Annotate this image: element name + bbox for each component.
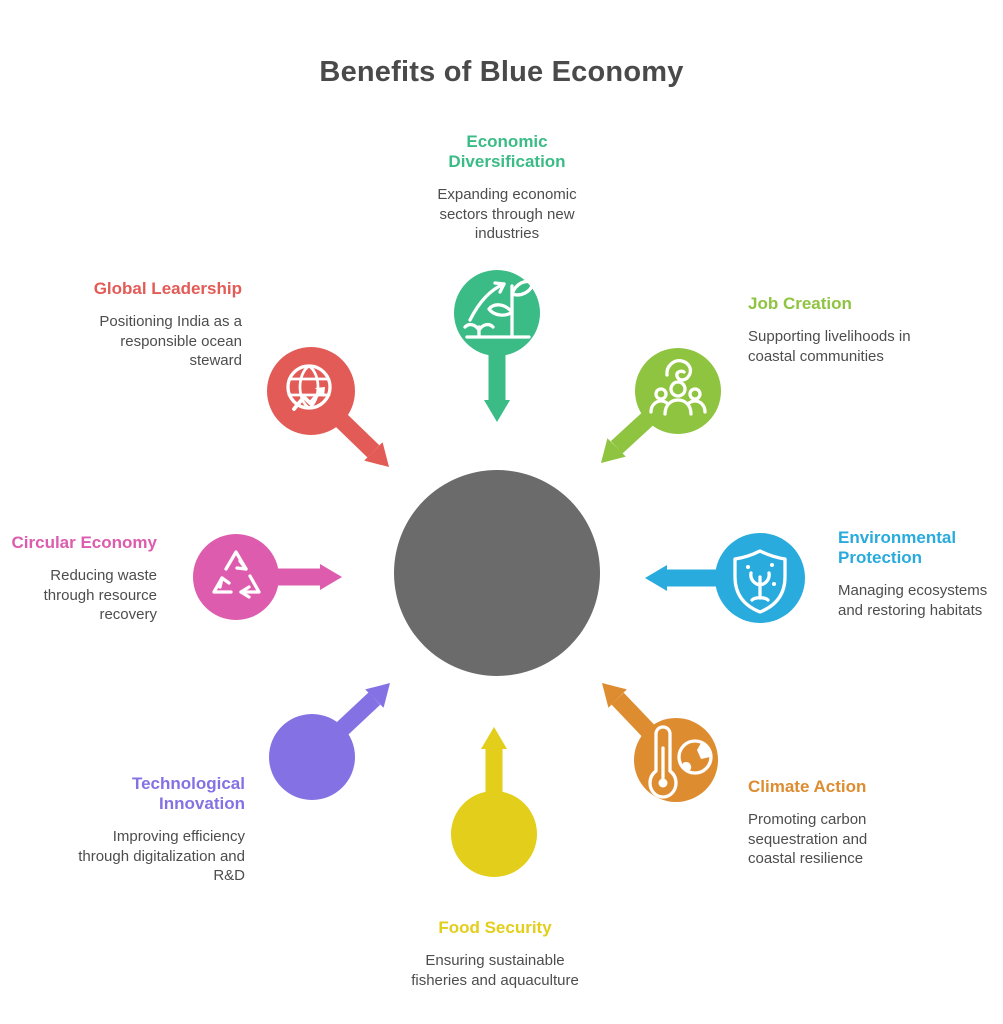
thermometer-globe-icon [648,725,713,799]
item-title: Environmental Protection [838,528,957,568]
item-title: Circular Economy [11,533,158,552]
label-climate-action: Climate Action Promoting carbon sequestr… [748,777,923,869]
arrow-head [602,683,627,708]
label-food-security: Food Security Ensuring sustainable fishe… [395,918,595,990]
item-title: Climate Action [748,777,867,796]
label-technological-innovation: Technological Innovation Improving effic… [73,774,245,886]
spoke-climate-action [602,683,718,802]
center-circle [394,470,600,676]
arrow-head [484,400,510,422]
item-description: Managing ecosystems and restoring habita… [838,582,988,619]
label-circular-economy: Circular Economy Reducing waste through … [2,533,158,625]
item-title: Economic Diversification [448,132,566,172]
item-title: Food Security [438,918,552,937]
label-environmental-protection: Environmental Protection Managing ecosys… [838,528,1003,620]
shield-coral-icon [733,549,787,614]
spoke-technological-innovation [269,683,390,800]
growth-plant-icon [463,279,535,339]
page-title: Benefits of Blue Economy [319,56,684,88]
recycle-icon [212,550,261,599]
arrow-head [601,438,626,463]
arrow-head [645,565,667,591]
spoke-environmental-protection [645,533,805,623]
global-leadership-circle [267,347,355,435]
spoke-circular-economy [193,534,342,620]
item-description: Promoting carbon sequestration and coast… [748,811,868,868]
food-security-circle [451,791,537,877]
item-description: Reducing waste through resource recovery [43,567,157,624]
arrow-head [364,442,389,467]
item-description: Ensuring sustainable fisheries and aquac… [411,952,579,989]
label-global-leadership: Global Leadership Positioning India as a… [72,279,242,371]
item-title: Technological Innovation [131,774,245,814]
item-description: Supporting livelihoods in coastal commun… [748,328,911,365]
label-job-creation: Job Creation Supporting livelihoods in c… [748,294,953,366]
spoke-global-leadership [267,347,389,467]
job-creation-circle [635,348,721,434]
arrow-head [365,683,390,708]
item-description: Positioning India as a responsible ocean… [99,313,242,370]
community-hand-icon [649,359,707,416]
item-title: Job Creation [748,294,852,313]
arrow-head [481,727,507,749]
technological-innovation-circle [269,714,355,800]
circular-economy-circle [193,534,279,620]
spoke-economic-diversification [454,270,540,422]
item-title: Global Leadership [93,279,242,298]
spoke-job-creation [601,348,721,463]
item-description: Expanding economic sectors through new i… [437,186,577,243]
globe-trend-icon [286,364,332,411]
spoke-food-security [451,727,537,877]
item-description: Improving efficiency through digitalizat… [78,828,245,885]
label-economic-diversification: Economic Diversification Expanding econo… [392,132,622,244]
arrow-head [320,564,342,590]
